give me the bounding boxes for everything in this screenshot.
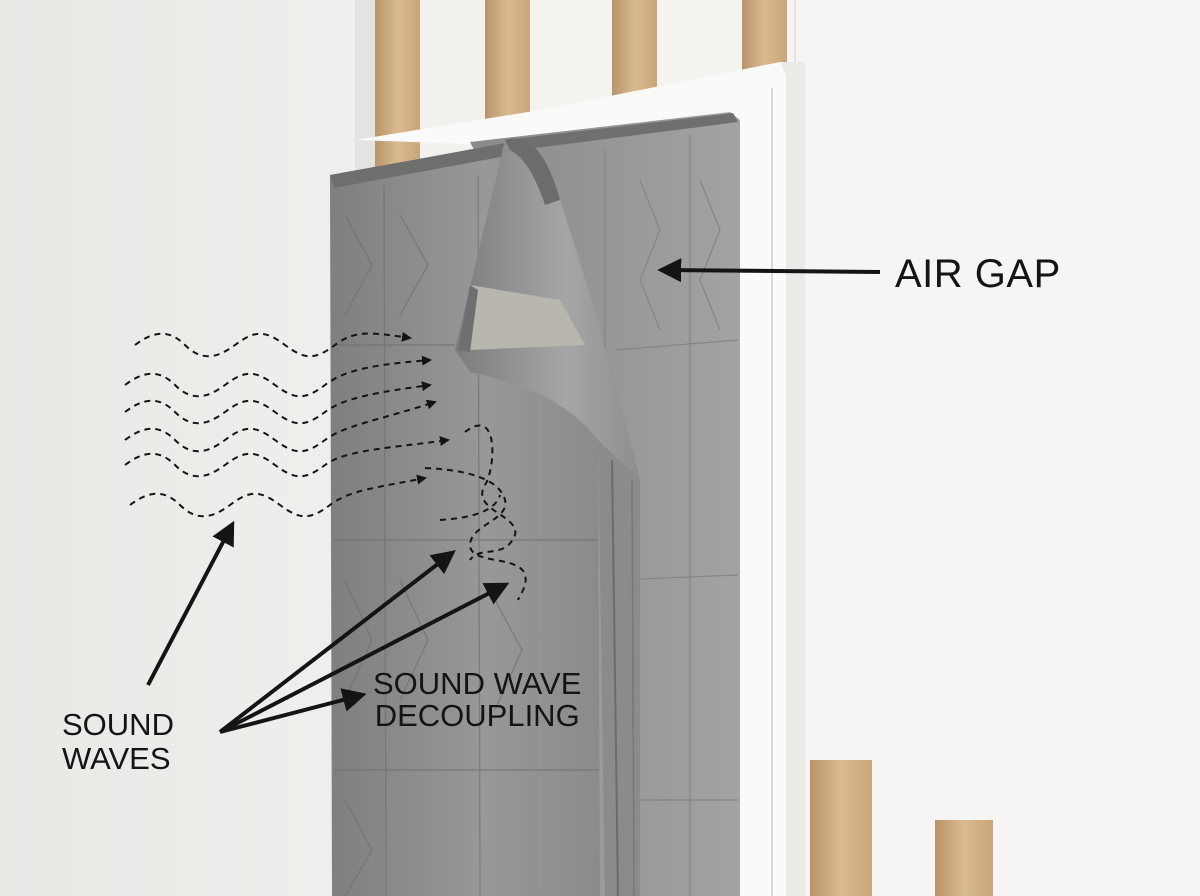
wood-stud-5: [810, 760, 872, 896]
sound-waves-line-1: SOUND: [62, 707, 174, 742]
decoupling-arrow-2: [219, 582, 510, 734]
decoupling-label: SOUND WAVE DECOUPLING: [373, 668, 581, 732]
decoupling-arrow-3: [219, 688, 367, 734]
air-gap-arrow: [657, 258, 881, 283]
sound-waves-incoming: [124, 331, 450, 518]
decoupling-arrow-1: [218, 550, 456, 734]
drywall-panel: [787, 0, 1200, 896]
decoupling-line-1: SOUND WAVE: [373, 666, 582, 701]
sound-waves-line-2: WAVES: [62, 741, 171, 776]
sound-waves-arrow: [146, 520, 235, 686]
blanket-back-layer: [470, 112, 740, 896]
pointer-arrows: [146, 258, 881, 734]
sound-waves-label: SOUND WAVES: [62, 708, 174, 776]
wood-stud-6: [935, 820, 993, 896]
sound-waves-decoupled: [424, 424, 527, 601]
air-gap-label: AIR GAP: [895, 252, 1061, 296]
decoupling-line-2: DECOUPLING: [374, 698, 580, 733]
